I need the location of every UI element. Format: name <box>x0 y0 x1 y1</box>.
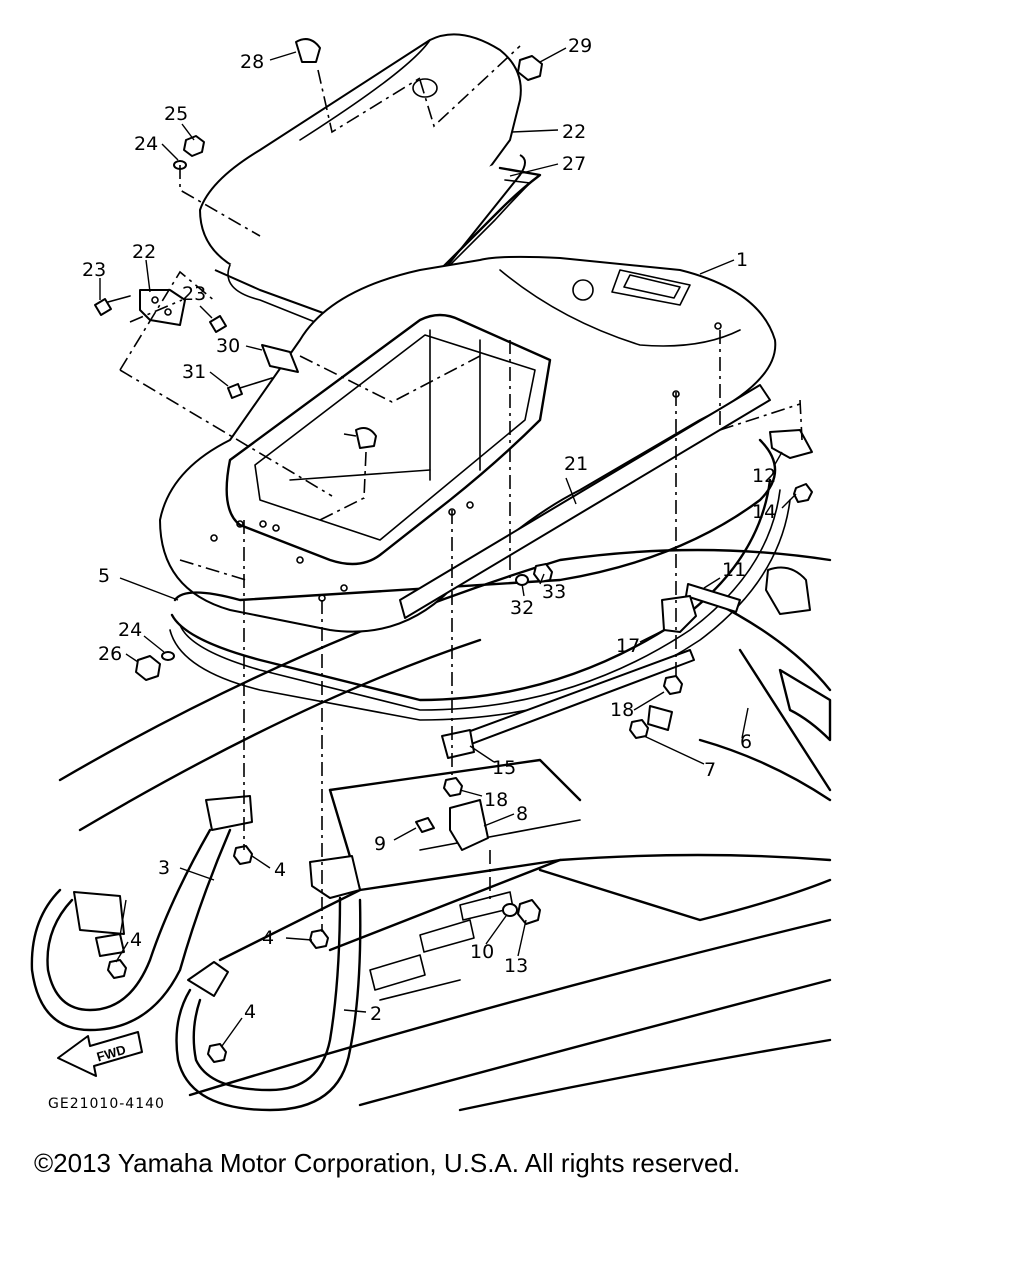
callout-22-left: 23 <box>82 259 106 281</box>
callout-1: 1 <box>736 249 748 271</box>
callout-13: 12 <box>752 465 776 487</box>
callout-24-left: 26 <box>98 643 122 665</box>
callout-22-right: 23 <box>182 283 206 305</box>
callout-19: 21 <box>564 453 588 475</box>
small-parts <box>73 38 813 1063</box>
callout-27: 29 <box>568 35 592 57</box>
callout-4-mid: 4 <box>262 927 274 949</box>
callout-12: 11 <box>722 559 746 581</box>
callout-11: 13 <box>504 955 528 977</box>
callout-9: 9 <box>374 833 386 855</box>
assembly-lines <box>119 45 803 932</box>
diagram-code: GE21010-4140 <box>48 1096 165 1112</box>
callout-10: 10 <box>470 941 494 963</box>
parts-diagram: 28 29 22 27 25 24 22 23 23 30 31 1 21 12… <box>30 33 832 1112</box>
callout-23-left: 24 <box>118 619 142 641</box>
molding-strip <box>399 384 771 619</box>
callout-31: 33 <box>542 581 566 603</box>
callout-24-top: 25 <box>164 103 188 125</box>
callout-15: 15 <box>492 757 516 779</box>
callout-18-center: 18 <box>484 789 508 811</box>
callout-4-upper: 4 <box>274 859 286 881</box>
callout-23-top: 24 <box>134 133 158 155</box>
callout-20: 22 <box>562 121 586 143</box>
callout-2: 2 <box>370 1003 382 1025</box>
callout-4-left: 4 <box>130 929 142 951</box>
callout-21: 22 <box>132 241 156 263</box>
callout-30: 32 <box>510 597 534 619</box>
callout-4-lower: 4 <box>244 1001 256 1023</box>
callout-5: 5 <box>98 565 110 587</box>
callout-28: 30 <box>216 335 240 357</box>
callout-17: 17 <box>616 635 640 657</box>
callout-25: 27 <box>562 153 586 175</box>
grab-handles <box>30 795 362 1112</box>
callout-26: 28 <box>240 51 264 73</box>
deck-cover <box>159 255 777 633</box>
hull-lines <box>58 548 832 1112</box>
callout-labels: 28 29 22 27 25 24 22 23 23 30 31 1 21 12… <box>82 35 776 1025</box>
callout-14: 14 <box>752 501 776 523</box>
copyright-notice: ©2013 Yamaha Motor Corporation, U.S.A. A… <box>34 1148 741 1178</box>
callout-6: 6 <box>740 731 752 753</box>
fwd-arrow: FWD <box>57 1031 143 1077</box>
callout-8: 8 <box>516 803 528 825</box>
callout-3: 3 <box>158 857 170 879</box>
leader-lines <box>99 47 797 1047</box>
callout-7: 7 <box>704 759 716 781</box>
callout-29: 31 <box>182 361 206 383</box>
callout-18-right: 18 <box>610 699 634 721</box>
